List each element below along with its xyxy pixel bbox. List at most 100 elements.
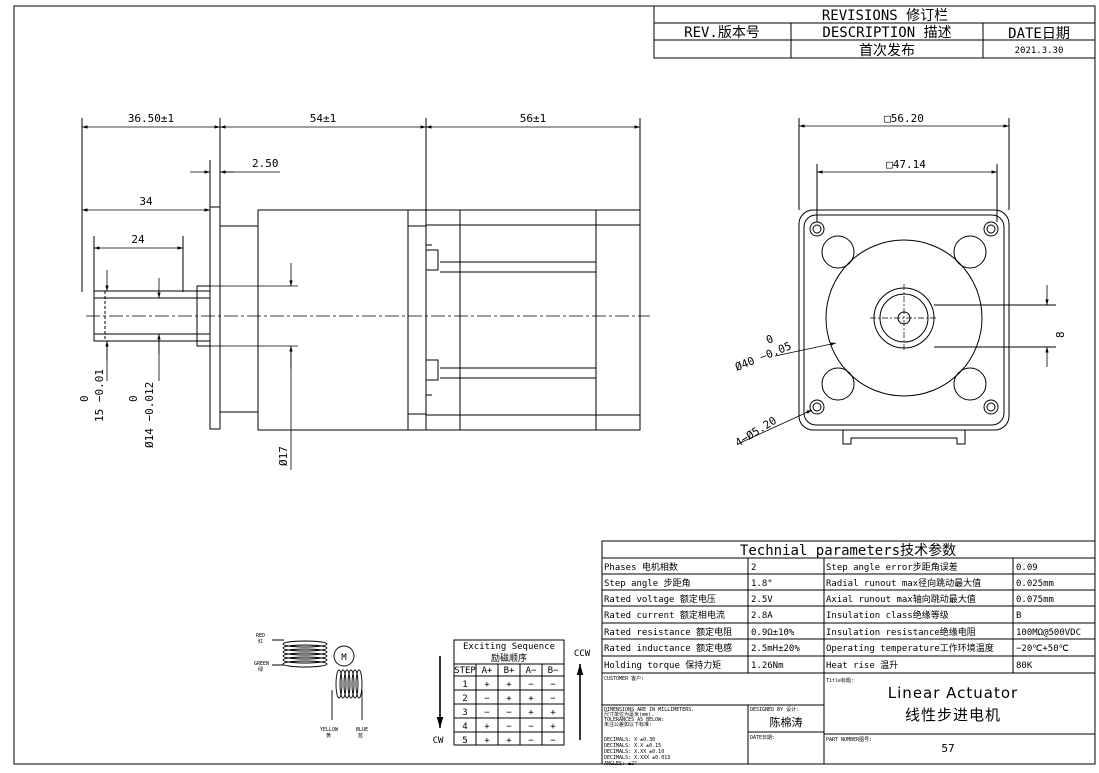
param-cell: Rated resistance 额定电阻 [604,626,732,638]
tolerance-note: DECIMALS: X.XX ±0.10 [604,749,664,755]
param-cell: Rated current 额定相电流 [604,609,725,621]
param-cell: Insulation class绝缘等级 [826,609,949,621]
sheet-border [13,5,1096,765]
side-view [81,118,650,431]
sequence-cell: − [484,708,490,718]
sequence-header-cell: B− [548,666,559,676]
designed-by-label: DESIGNED BY 设计: [750,706,799,713]
rev-row-date: 2021.3.30 [1015,46,1064,56]
dim-key: 8 [1054,331,1067,338]
sequence-cell: − [550,680,556,690]
params-title: Technial parameters技术参数 [740,542,956,559]
designer-name: 陈棉涛 [770,715,803,729]
wire-red-cn: 红 [258,638,263,645]
sequence-title: Exciting Sequence [463,642,555,652]
params-cells: Phases 电机相数 2 Step angle error步距角误差 0.09Ste… [604,561,1081,671]
rev-header: REV.版本号 [684,25,760,41]
sequence-cell: − [506,708,512,718]
sequence-header-cell: A+ [482,666,493,676]
sequence-cell: − [506,722,512,732]
wiring-diagram [272,639,363,720]
param-cell: Heat rise 温升 [826,660,898,671]
side-dimension-lines [82,125,640,470]
sequence-cell: − [484,694,490,704]
wire-blue-label: BLUE [356,727,368,733]
param-cell: 2.5V [751,595,773,605]
sequence-cell: + [506,736,512,746]
param-cell: B [1016,611,1021,621]
sequence-cell: 4 [462,722,467,732]
param-cell: 2.5mH±20% [751,644,800,654]
sequence-table [436,639,584,746]
wire-red-label: RED [256,633,265,639]
param-cell: Insulation resistance绝缘电阻 [826,626,976,638]
tolerance-note: TOLERANCES AS BELOW: [604,717,664,723]
sequence-header-cell: A− [526,666,537,676]
sequence-cell: + [506,694,512,704]
wire-yellow-label: YELLOW [320,727,339,733]
param-cell: Rated voltage 额定电压 [604,593,716,605]
sequence-cell: + [506,680,512,690]
param-cell: 100MΩ@500VDC [1016,628,1081,638]
tolerance-note: DECIMALS: X ±0.30 [604,737,655,743]
dim-hole-pitch: □47.14 [886,158,926,171]
sequence-cell: + [528,708,534,718]
sequence-cell: − [528,722,534,732]
sequence-cell: + [484,736,490,746]
date-header: DATE日期 [1008,26,1070,42]
param-cell: 0.025mm [1016,579,1054,589]
revisions-table [653,5,1096,59]
wire-blue-cn: 蓝 [358,732,363,739]
tolerance-note: 尺寸单位为毫米(mm). [604,711,654,718]
param-cell: Rated inductance 额定电感 [604,642,732,654]
dim-pilot: Ø40 −0.05 [733,339,793,373]
param-cell: Axial runout max轴向跳动最大值 [826,593,976,605]
sequence-cell: 2 [462,694,467,704]
title-label: Title标题: [826,677,854,684]
dim-flat-len: 24 [131,233,145,246]
motor-symbol: M [341,653,347,663]
sequence-header-cell: STEP [454,666,476,676]
date-label: DATE日期: [750,735,775,741]
ccw-label: CCW [574,649,591,659]
tol-zero-b: 0 [127,395,140,402]
dim-boss: Ø17 [277,446,290,466]
sequence-cell: 5 [462,736,467,746]
param-cell: 1.8° [751,579,773,589]
sequence-cell: + [550,722,556,732]
params-table [601,540,1096,765]
sequence-header-cell: B+ [504,666,515,676]
wire-green-cn: 绿 [258,666,263,673]
param-cell: 0.075mm [1016,595,1054,605]
param-cell: 1.26Nm [751,661,784,671]
revisions-title: REVISIONS 修订栏 [822,8,948,24]
param-cell: 2 [751,563,756,573]
param-cell: Radial runout max径向跳动最大值 [826,577,981,589]
front-view [798,118,1056,445]
cw-label: CW [433,736,444,746]
part-number: 57 [941,742,954,755]
dim-flange: 2.50 [252,157,279,170]
rev-row-desc: 首次发布 [859,43,915,59]
tolerance-note: ANGLES: ±2° [604,761,637,767]
sequence-subtitle: 励磁顺序 [491,652,527,664]
pilot-tol-zero: 0 [764,332,775,347]
tolerance-note: DECIMALS: X.XXX ±0.013 [604,755,670,761]
tol-zero-a: 0 [78,395,91,402]
sequence-cell: + [550,708,556,718]
param-cell: Step angle 步距角 [604,577,691,589]
param-cell: Phases 电机相数 [604,561,678,573]
param-cell: Holding torque 保持力矩 [604,659,721,671]
drawing-title-en: Linear Actuator [888,684,1018,702]
param-cell: 0.09 [1016,563,1038,573]
param-cell: Step angle error步距角误差 [826,561,958,573]
sequence-cell: − [528,680,534,690]
dim-rear: 56±1 [520,112,547,125]
param-cell: Operating temperature工作环境温度 [826,642,994,654]
sequence-cell: − [550,736,556,746]
sequence-cell: 3 [462,708,467,718]
param-cell: −20℃+50℃ [1016,644,1069,654]
sequence-cell: 1 [462,680,467,690]
